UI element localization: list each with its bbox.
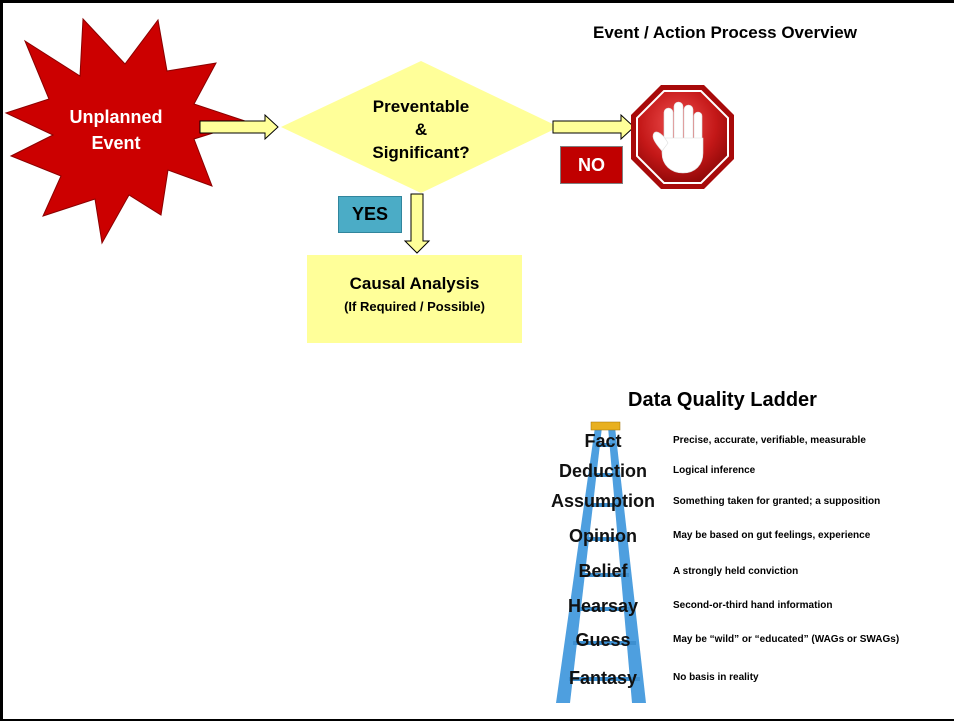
stop-hand-icon bbox=[631, 85, 734, 189]
no-label: NO bbox=[560, 146, 623, 184]
rung-desc-belief: A strongly held conviction bbox=[673, 566, 799, 577]
rung-desc-assumption: Something taken for granted; a suppositi… bbox=[673, 496, 881, 507]
rung-word-fantasy: Fantasy bbox=[568, 668, 638, 688]
rung-desc-guess: May be “wild” or “educated” (WAGs or SWA… bbox=[673, 634, 900, 645]
decision-line3: Significant? bbox=[372, 143, 470, 162]
decision-line1: Preventable bbox=[372, 97, 470, 116]
causal-analysis-box: Causal Analysis (If Required / Possible) bbox=[307, 255, 522, 343]
rung-word-belief: Belief bbox=[578, 561, 628, 581]
arrow-to-stop bbox=[552, 113, 635, 141]
diagram-canvas bbox=[4, 17, 734, 703]
rung-word-hearsay: Hearsay bbox=[567, 596, 639, 616]
decision-line2: & bbox=[414, 120, 428, 139]
rung-word-guess: Guess bbox=[575, 630, 631, 650]
causal-analysis-title: Causal Analysis bbox=[349, 274, 480, 293]
rung-desc-fact: Precise, accurate, verifiable, measurabl… bbox=[673, 435, 866, 446]
causal-analysis-subtitle: (If Required / Possible) bbox=[344, 299, 485, 314]
decision-label: Preventable & Significant? bbox=[321, 95, 521, 164]
rung-desc-fantasy: No basis in reality bbox=[673, 672, 759, 683]
rung-word-fact: Fact bbox=[584, 431, 622, 451]
rung-word-deduction: Deduction bbox=[559, 461, 647, 481]
rung-desc-deduction: Logical inference bbox=[673, 465, 756, 476]
decision-diamond bbox=[281, 61, 559, 193]
unplanned-event-burst bbox=[4, 17, 250, 245]
rung-word-assumption: Assumption bbox=[550, 491, 655, 511]
unplanned-event-line1: Unplanned bbox=[69, 107, 163, 127]
arrow-to-decision bbox=[199, 113, 279, 141]
rung-word-opinion: Opinion bbox=[569, 526, 637, 546]
yes-label: YES bbox=[338, 196, 402, 233]
unplanned-event-line2: Event bbox=[91, 133, 141, 153]
ladder-title: Data Quality Ladder bbox=[628, 389, 817, 411]
rung-desc-opinion: May be based on gut feelings, experience bbox=[673, 530, 871, 541]
arrow-to-analysis bbox=[403, 193, 431, 254]
ladder-graphic bbox=[556, 421, 646, 703]
unplanned-event-label: Unplanned Event bbox=[51, 104, 181, 156]
page-title: Event / Action Process Overview bbox=[593, 23, 857, 42]
rung-desc-hearsay: Second-or-third hand information bbox=[673, 600, 833, 611]
